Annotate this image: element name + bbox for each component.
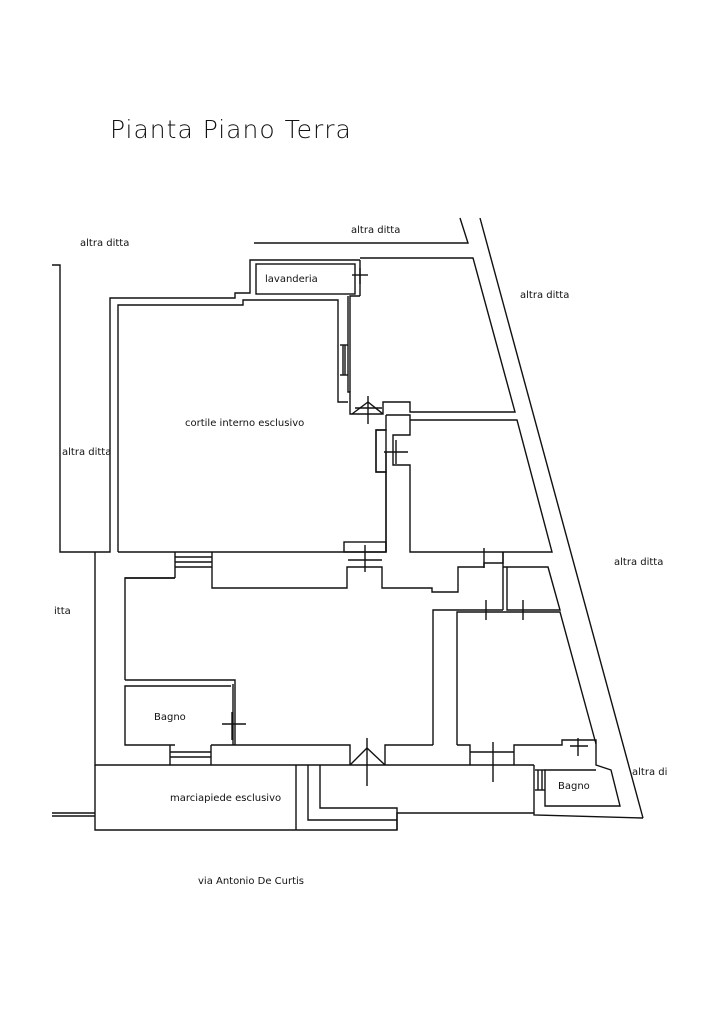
- neighbor-label: altra ditta: [614, 557, 663, 568]
- street-boundary-diagonal: [479, 217, 644, 819]
- cabinet: [375, 429, 387, 473]
- neighbor-label: altra ditta: [80, 238, 129, 249]
- labels: altra ditta altra ditta altra ditta altr…: [54, 225, 667, 887]
- room-label-bathroom: Bagno: [558, 781, 590, 792]
- neighbor-label: altra ditta: [520, 290, 569, 301]
- room-3: [456, 611, 597, 745]
- room-label-bathroom: Bagno: [154, 712, 186, 723]
- neighbor-label: altra ditta: [62, 447, 111, 458]
- neighbor-label: itta: [54, 606, 71, 617]
- top-boundary: [254, 217, 469, 244]
- room-2: [386, 414, 553, 553]
- bathroom-left: [124, 685, 231, 746]
- left-neighbor-and-outer-wall: [52, 259, 360, 553]
- neighbor-label: altra ditta: [351, 225, 400, 236]
- plan-title: Pianta Piano Terra: [110, 115, 352, 144]
- room-1: [349, 257, 516, 415]
- small-room: [503, 566, 561, 611]
- room-label-courtyard: cortile interno esclusivo: [185, 418, 304, 429]
- room-label-laundry: lavanderia: [265, 274, 318, 285]
- walls: [52, 217, 644, 831]
- courtyard-wall: [117, 299, 348, 552]
- room-label-sidewalk: marciapiede esclusivo: [170, 793, 281, 804]
- outer-wall-left: [94, 552, 534, 766]
- street-label: via Antonio De Curtis: [198, 876, 304, 887]
- laundry-room: [255, 263, 356, 295]
- neighbor-label: altra di: [632, 767, 667, 778]
